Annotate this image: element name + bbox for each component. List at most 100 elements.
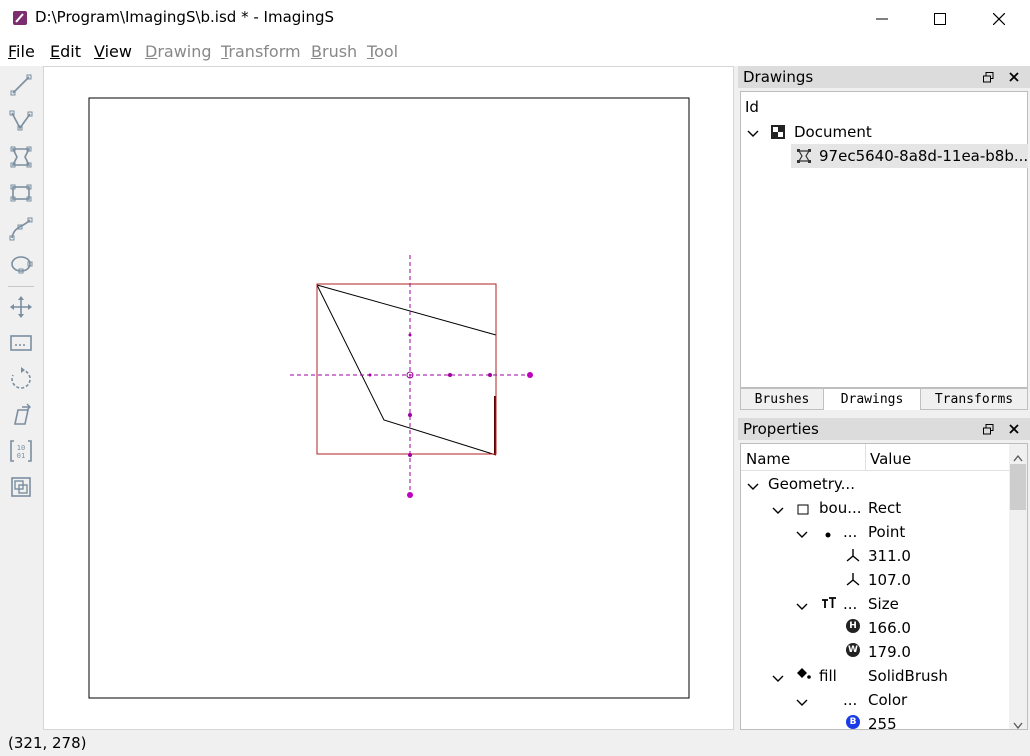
control-point[interactable] (488, 373, 492, 377)
tab-drawings[interactable]: Drawings (823, 388, 921, 410)
maximize-icon (934, 13, 946, 25)
menu-file[interactable]: File (8, 42, 35, 61)
menu-drawing[interactable]: Drawing (145, 42, 212, 61)
column-value: Value (870, 450, 912, 468)
chevron-down-icon[interactable] (796, 599, 808, 617)
drawings-tree[interactable]: Id Document 97ec5640-8a8d-11ea-b8b... (740, 91, 1028, 388)
float-panel-button[interactable] (980, 421, 996, 437)
size-icon (821, 596, 837, 614)
curve-tool-icon (9, 217, 33, 241)
canvas-svg (88, 97, 690, 699)
prop-value: SolidBrush (868, 667, 948, 685)
control-point[interactable] (368, 373, 372, 377)
status-bar: (321, 278) (0, 730, 1030, 756)
prop-value: 255 (868, 715, 897, 730)
rotate-tool-button[interactable] (6, 364, 36, 394)
menu-brush[interactable]: Brush (311, 42, 358, 61)
vertical-scrollbar[interactable] (1009, 444, 1027, 729)
clip-tool-button[interactable] (6, 328, 36, 358)
prop-value: 166.0 (868, 619, 911, 637)
clip-tool-icon (10, 335, 32, 351)
menu-tool[interactable]: Tool (367, 42, 399, 61)
title-bar: D:\Program\ImagingS\b.isd * - ImagingS (0, 0, 1030, 38)
chevron-down-icon[interactable] (747, 479, 759, 497)
center-handle[interactable] (406, 371, 414, 379)
prop-value: Point (868, 523, 906, 541)
control-point[interactable] (408, 413, 412, 417)
menu-bar: File Edit View Drawing Transform Brush T… (0, 38, 1030, 66)
scale-handle[interactable] (527, 372, 533, 378)
menu-transform[interactable]: Transform (221, 42, 301, 61)
rotate-tool-icon (11, 367, 31, 389)
rectangle-tool-button[interactable] (6, 178, 36, 208)
rect-icon (797, 502, 809, 520)
line-tool-button[interactable] (6, 70, 36, 100)
prop-name: bou... (819, 499, 862, 517)
paint-bucket-icon (795, 667, 811, 685)
polyline-tool-button[interactable] (6, 106, 36, 136)
polygon-tool-icon (10, 146, 32, 168)
chevron-down-icon[interactable] (747, 126, 759, 144)
toolbar-separator (8, 286, 34, 287)
control-point[interactable] (448, 373, 452, 377)
tab-brushes[interactable]: Brushes (740, 388, 824, 410)
scroll-up-icon[interactable] (1013, 448, 1023, 466)
chevron-down-icon[interactable] (796, 527, 808, 545)
properties-panel-title: Properties (738, 418, 1030, 440)
properties-panel-header: Properties (738, 418, 1030, 442)
column-name: Name (746, 450, 791, 468)
move-tool-button[interactable] (6, 292, 36, 322)
bounding-rect (316, 283, 497, 455)
ellipse-tool-button[interactable] (6, 250, 36, 280)
close-panel-button[interactable] (1006, 69, 1022, 85)
tree-item-document[interactable]: Document (794, 123, 872, 141)
chevron-down-icon[interactable] (772, 503, 784, 521)
chevron-down-icon[interactable] (772, 671, 784, 689)
minimize-icon (876, 18, 888, 20)
tree-item-selected-bg (791, 144, 1028, 168)
prop-value: 311.0 (868, 547, 911, 565)
close-panel-button[interactable] (1006, 421, 1022, 437)
skew-tool-button[interactable] (6, 400, 36, 430)
scrollbar-thumb[interactable] (1010, 464, 1026, 510)
chevron-down-icon[interactable] (796, 695, 808, 713)
float-panel-button[interactable] (980, 69, 996, 85)
crop-tool-button[interactable] (6, 472, 36, 502)
scale-handle[interactable] (407, 492, 413, 498)
minimize-button[interactable] (853, 0, 911, 38)
float-icon (982, 71, 993, 82)
menu-view[interactable]: View (94, 42, 132, 61)
drawing-canvas[interactable] (43, 66, 734, 730)
panel-tabs: Brushes Drawings Transforms (740, 388, 1028, 411)
maximize-button[interactable] (911, 0, 969, 38)
window-title: D:\Program\ImagingS\b.isd * - ImagingS (35, 8, 334, 26)
svg-text:10: 10 (17, 444, 25, 452)
close-icon (993, 13, 1005, 25)
scroll-down-icon[interactable] (1013, 716, 1023, 729)
column-divider (865, 444, 866, 470)
blue-channel-icon: B (846, 715, 860, 729)
tab-transforms[interactable]: Transforms (920, 388, 1028, 410)
line-tool-icon (10, 74, 32, 96)
menu-edit[interactable]: Edit (50, 42, 81, 61)
tree-column-header: Id (745, 98, 759, 116)
cursor-coordinates: (321, 278) (8, 734, 87, 752)
height-icon: H (846, 619, 860, 633)
polygon-tool-button[interactable] (6, 142, 36, 172)
control-point[interactable] (408, 453, 412, 457)
skew-tool-icon (14, 403, 31, 425)
polyline-tool-icon (9, 110, 33, 131)
properties-tree[interactable]: Name Value Geometry... bou... Rect ... P… (740, 443, 1028, 730)
close-button[interactable] (970, 0, 1028, 38)
tree-item-drawing[interactable]: 97ec5640-8a8d-11ea-b8b... (819, 147, 1029, 165)
curve-tool-button[interactable] (6, 214, 36, 244)
properties-header (741, 444, 1009, 471)
control-point[interactable] (408, 333, 412, 337)
prop-value: Color (868, 691, 908, 709)
prop-name: fill (819, 667, 837, 685)
drawings-panel-title: Drawings (738, 66, 1030, 88)
close-icon (1009, 424, 1019, 434)
drawings-panel-header: Drawings (738, 66, 1030, 90)
